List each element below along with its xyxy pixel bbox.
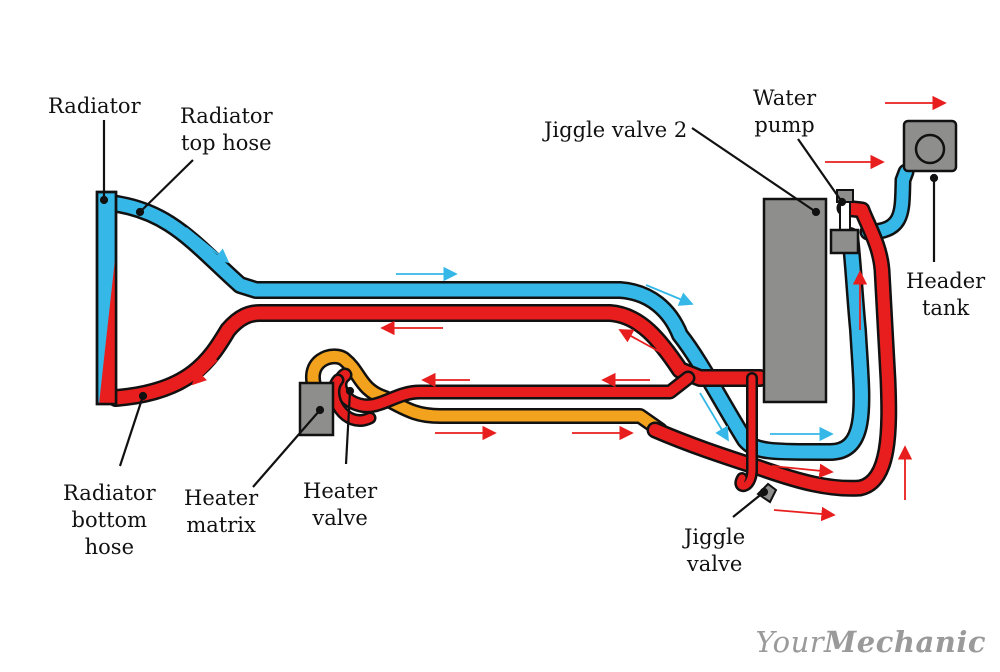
engine-block	[762, 197, 828, 404]
label-radiator-bottom-hose-line3: hose	[84, 535, 134, 559]
label-radiator-top-hose-line2: top hose	[181, 131, 272, 155]
logo-text-your: Your	[755, 625, 825, 659]
label-heater-valve: Heater valve	[303, 478, 377, 532]
label-jiggle-valve-2: Jiggle valve 2	[544, 118, 688, 142]
label-radiator-top-hose: Radiator top hose	[180, 103, 273, 157]
radiator	[95, 190, 118, 406]
label-radiator-bottom-hose: Radiator bottom hose	[63, 480, 156, 561]
flow-arrows-cold	[185, 227, 834, 442]
label-radiator-top-hose-line1: Radiator	[180, 104, 273, 128]
label-radiator: Radiator	[48, 94, 141, 118]
label-header-tank: Header tank	[906, 268, 985, 322]
hot-hoses	[107, 199, 898, 497]
label-heater-valve-line1: Heater	[303, 479, 378, 503]
label-header-tank-line1: Header	[906, 269, 986, 293]
leader-lines	[99, 120, 939, 518]
label-radiator-bottom-hose-line1: Radiator	[63, 481, 156, 505]
label-heater-matrix: Heater matrix	[184, 485, 258, 539]
label-radiator-bottom-hose-line2: bottom	[71, 508, 148, 532]
label-header-tank-line2: tank	[921, 296, 970, 320]
label-heater-matrix-line2: matrix	[186, 513, 256, 537]
label-water-pump-line2: pump	[754, 113, 815, 137]
label-jiggle-valve-line2: valve	[686, 552, 743, 576]
flow-arrows-hot	[191, 95, 947, 522]
label-water-pump: Water pump	[753, 85, 816, 139]
header-tank	[902, 119, 958, 173]
label-heater-valve-line2: valve	[312, 506, 368, 530]
heater-hoses	[305, 348, 668, 438]
label-jiggle-valve: Jiggle valve	[684, 524, 745, 578]
label-heater-matrix-line1: Heater	[184, 486, 259, 510]
yourmechanic-logo: YourMechanic	[756, 625, 986, 659]
label-jiggle-valve-line1: Jiggle	[684, 525, 746, 549]
label-water-pump-line1: Water	[753, 86, 817, 110]
logo-text-mechanic: Mechanic	[824, 625, 986, 659]
